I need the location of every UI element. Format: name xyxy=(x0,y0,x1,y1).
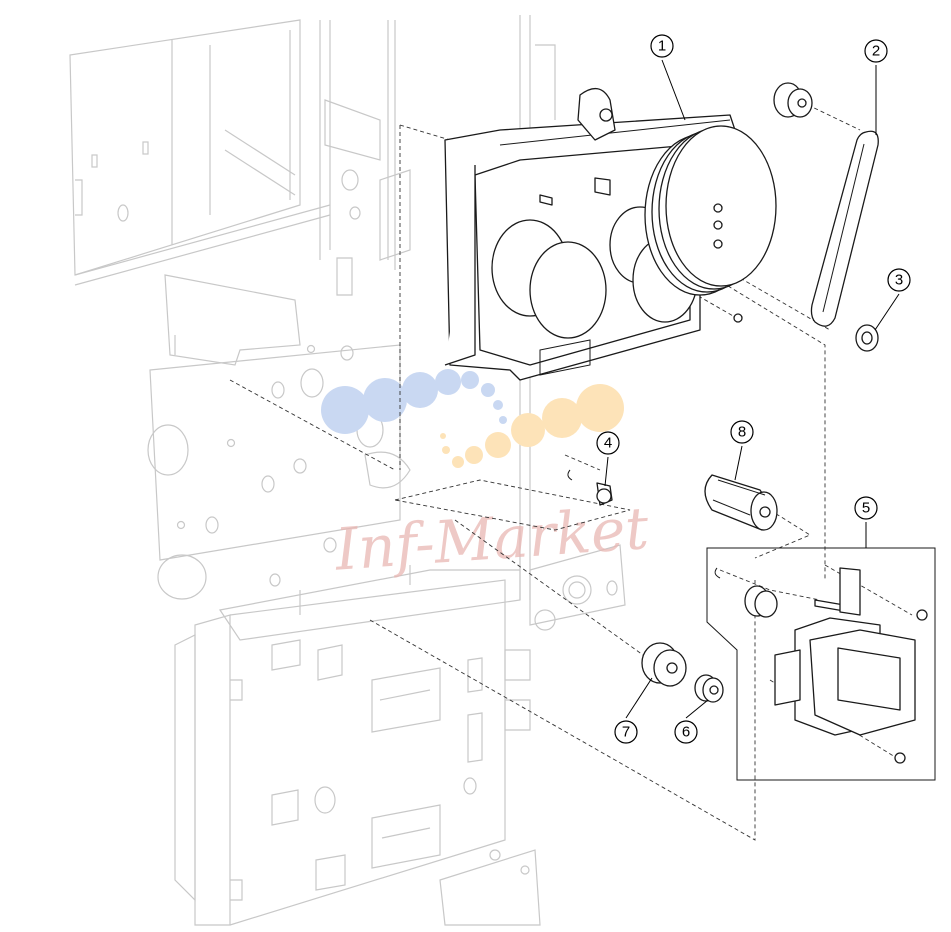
watermark-dot xyxy=(542,398,582,438)
callout-number: 3 xyxy=(895,272,903,289)
callout-number: 5 xyxy=(862,500,870,517)
callout-number: 4 xyxy=(604,435,612,452)
watermark-dot xyxy=(363,378,407,422)
watermark-dot xyxy=(461,371,479,389)
callout-marker xyxy=(887,268,911,292)
callout-number: 8 xyxy=(738,424,746,441)
watermark-dot xyxy=(452,456,464,468)
watermark-dot xyxy=(440,433,446,439)
watermark: Inf-Market xyxy=(321,369,651,584)
callout-number: 6 xyxy=(682,724,690,741)
main-drive-assembly xyxy=(444,88,777,381)
watermark-dot xyxy=(499,416,507,424)
background-frame xyxy=(69,15,626,926)
watermark-dot xyxy=(465,446,483,464)
callout-number: 1 xyxy=(658,38,666,55)
callout-marker xyxy=(674,720,698,744)
watermark-dot xyxy=(485,432,511,458)
gear-small xyxy=(694,674,724,703)
watermark-text: Inf-Market xyxy=(332,494,651,584)
callout-marker xyxy=(854,496,878,520)
watermark-dot xyxy=(321,386,369,434)
callout-marker xyxy=(650,34,674,58)
drive-belt xyxy=(810,130,879,327)
callout-marker xyxy=(730,420,754,444)
motor-assembly-box xyxy=(706,547,936,781)
callout-number: 2 xyxy=(872,43,880,60)
watermark-dot xyxy=(442,446,450,454)
watermark-dot xyxy=(481,383,495,397)
gear-large xyxy=(641,642,687,687)
small-idler-gear xyxy=(773,82,813,118)
watermark-dot xyxy=(402,372,438,408)
bushing xyxy=(567,469,613,506)
callout-marker xyxy=(864,39,888,63)
watermark-dot xyxy=(435,369,461,395)
watermark-dot xyxy=(493,400,503,410)
callout-marker xyxy=(596,431,620,455)
watermark-dot xyxy=(576,384,624,432)
watermark-dot xyxy=(511,413,545,447)
callout-marker xyxy=(614,720,638,744)
callout-number: 7 xyxy=(622,724,630,741)
pinion-gear xyxy=(704,474,778,531)
callouts: 1 2 3 4 5 6 7 8 xyxy=(596,34,911,744)
e-clip xyxy=(855,324,879,352)
